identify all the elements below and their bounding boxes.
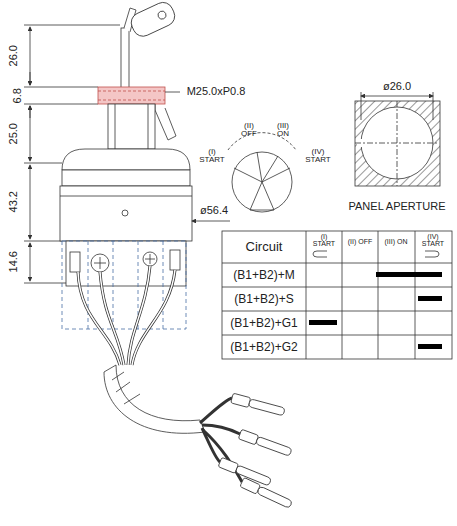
position-label: (II) OFF xyxy=(237,122,261,139)
dimension: 25.0 xyxy=(8,122,20,145)
position-label: (III) ON xyxy=(271,122,295,139)
table-header: (IV) START xyxy=(417,233,449,248)
thread-spec: M25.0xP0.8 xyxy=(187,86,246,98)
dimension: ø26.0 xyxy=(383,81,411,93)
dimension: 43.2 xyxy=(8,190,20,213)
table-cell: (B1+B2)+G2 xyxy=(230,341,297,354)
table-header: (I) START xyxy=(309,233,339,248)
table-cell: (B1+B2)+M xyxy=(233,269,294,282)
table-header: (III) ON xyxy=(381,238,411,245)
table-cell: (B1+B2)+G1 xyxy=(230,317,297,330)
dimension: ø56.4 xyxy=(200,205,228,217)
table-header: Circuit xyxy=(246,240,283,254)
dimension: 14.6 xyxy=(8,250,20,273)
table-cell: (B1+B2)+S xyxy=(234,293,293,306)
table-header: (II) OFF xyxy=(345,238,375,245)
position-label: (I) START xyxy=(197,148,227,165)
dimension: 6.8 xyxy=(12,87,24,104)
position-label: (IV) START xyxy=(303,148,333,165)
panel-caption: PANEL APERTURE xyxy=(349,201,446,213)
dimension: 26.0 xyxy=(8,44,20,67)
